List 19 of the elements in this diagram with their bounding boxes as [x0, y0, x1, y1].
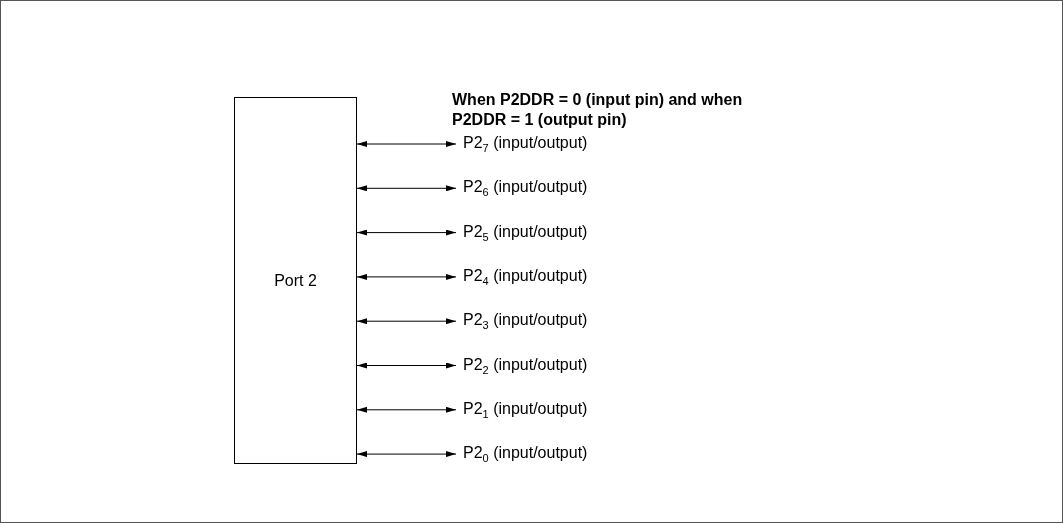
port-label: Port 2: [274, 271, 317, 290]
double-arrow: [356, 185, 457, 192]
pin-label: P2$_{1}$ (input/output): [456, 398, 666, 419]
double-arrow: [356, 451, 457, 458]
pin-label: P2$_{4}$ (input/output): [456, 265, 666, 286]
double-arrow: [356, 229, 457, 236]
pin-label: P2$_{0}$ (input/output): [456, 443, 666, 464]
pin-label: P2$_{6}$ (input/output): [456, 177, 666, 198]
pin-label: P2$_{3}$ (input/output): [456, 310, 666, 331]
heading: When P2DDR = 0 (input pin) and when P2DDR = 1 (output pin): [452, 90, 744, 130]
double-arrow: [356, 318, 457, 325]
double-arrow: [356, 406, 457, 413]
double-arrow: [356, 273, 457, 280]
double-arrow: [356, 141, 457, 147]
pin-label: P2$_{7}$ (input/output): [456, 133, 666, 153]
double-arrow: [356, 362, 457, 369]
pin-label: P2$_{5}$ (input/output): [456, 221, 666, 242]
pin-label: P2$_{2}$ (input/output): [456, 354, 666, 375]
port-box: [234, 97, 357, 464]
